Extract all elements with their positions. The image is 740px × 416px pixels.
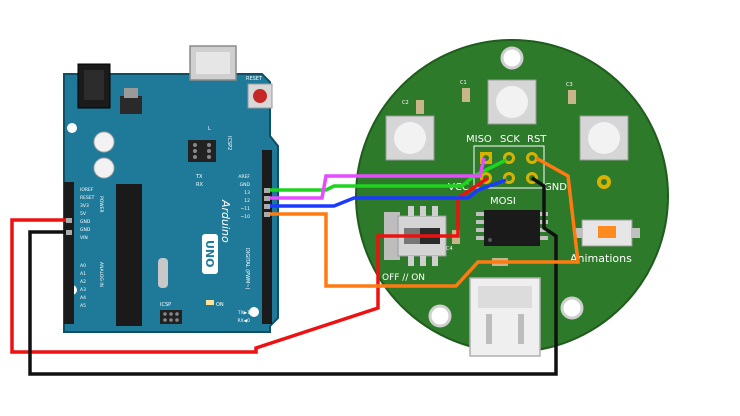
reset-label: RESET	[246, 76, 263, 82]
tx1-label: TX▶1	[237, 310, 250, 316]
ring-pcb-board: C1 C2 C3 C4 MISO SCK RST VCC MOSI GND	[355, 39, 669, 357]
aref-label: AREF	[238, 174, 250, 180]
tx-led-label: TX	[195, 174, 203, 180]
capacitor	[93, 157, 115, 179]
c1-label: C1	[460, 80, 467, 86]
capacitor	[93, 131, 115, 153]
smd-capacitor	[568, 90, 576, 104]
uno-badge	[202, 234, 218, 274]
rx-led-label: RX	[196, 182, 203, 188]
5v-label: 5V	[80, 211, 87, 217]
animations-button	[574, 219, 640, 247]
a2-label: A2	[80, 279, 86, 285]
on-label: ON	[216, 302, 224, 308]
atmega-chip	[116, 184, 142, 326]
smd-capacitor	[416, 100, 424, 114]
c3-label: C3	[566, 82, 573, 88]
icsp2-header	[188, 140, 216, 162]
mosi-label: MOSI	[490, 196, 516, 207]
power-analog-header	[64, 182, 74, 324]
c2-label: C2	[402, 100, 409, 106]
pin10-label: ~10	[241, 214, 251, 220]
rst-label: RST	[527, 134, 547, 145]
smd-capacitor	[462, 88, 470, 102]
dc-jack-inner	[84, 70, 104, 100]
voltage-regulator	[120, 96, 142, 114]
jst-power-connector	[469, 277, 541, 357]
pcb-mounting-hole	[500, 46, 524, 70]
icsp2-label: ICSP2	[226, 136, 232, 150]
gnd-pin-label: GND	[80, 219, 91, 225]
mounting-hole	[249, 307, 259, 317]
sck-label: SCK	[500, 134, 520, 145]
gnd-label: GND	[544, 182, 567, 193]
pcb-mounting-hole	[560, 296, 584, 320]
digital-label: DIGITAL (PWM~)	[244, 248, 250, 290]
gnd-pin-label: GND	[80, 227, 91, 233]
wires	[10, 156, 580, 376]
off-on-label: OFF // ON	[382, 273, 425, 283]
mounting-hole	[67, 123, 77, 133]
pin11-label: ~11	[241, 206, 251, 212]
a4-label: A4	[80, 295, 86, 301]
animations-label: Animations	[570, 252, 632, 265]
test-pad-hole	[601, 179, 607, 185]
a0-label: A0	[80, 263, 86, 269]
icsp-header	[160, 310, 182, 324]
pin13-label: 13	[244, 190, 250, 196]
pin12-label: 12	[244, 198, 250, 204]
wire-terminals	[66, 188, 270, 235]
ioref-label: IOREF	[80, 187, 94, 193]
reset-button	[253, 89, 267, 103]
a3-label: A3	[80, 287, 86, 293]
reset-pin-label: RESET	[80, 195, 95, 201]
l-led-label: L	[208, 126, 211, 132]
usb-connector-inner	[196, 52, 230, 74]
gnd-top-label: GND	[240, 182, 251, 188]
wire-red-5v	[10, 176, 489, 354]
a1-label: A1	[80, 271, 86, 277]
wire-magenta-miso	[268, 157, 486, 200]
uno-label: UNO	[203, 240, 216, 268]
power-label: POWER	[98, 196, 104, 213]
icsp-label: ICSP	[160, 302, 171, 308]
c4-label: C4	[446, 246, 453, 252]
analog-in-label: ANALOG IN	[98, 262, 104, 287]
rgb-led	[579, 115, 629, 161]
vin-label: VIN	[80, 235, 88, 241]
miso-label: MISO	[466, 134, 492, 145]
crystal	[158, 258, 168, 288]
attiny-chip	[476, 210, 548, 246]
wire-black-gnd	[28, 176, 558, 376]
on-led	[206, 300, 214, 305]
arduino-uno-board: RESET ICSP2 TX RX L Arduino UNO ON	[63, 45, 279, 333]
regulator-tab	[124, 88, 138, 98]
rgb-led	[487, 79, 537, 125]
rx0-label: RX◀0	[237, 318, 250, 324]
rgb-led	[385, 115, 435, 161]
arduino-brand: Arduino	[219, 199, 232, 243]
3v3-label: 3V3	[80, 203, 89, 209]
wire-blue-mosi	[268, 178, 507, 208]
pcb-mounting-hole	[428, 304, 452, 328]
wire-orange-rst	[268, 156, 580, 288]
digital-header	[262, 150, 272, 324]
a5-label: A5	[80, 303, 86, 309]
